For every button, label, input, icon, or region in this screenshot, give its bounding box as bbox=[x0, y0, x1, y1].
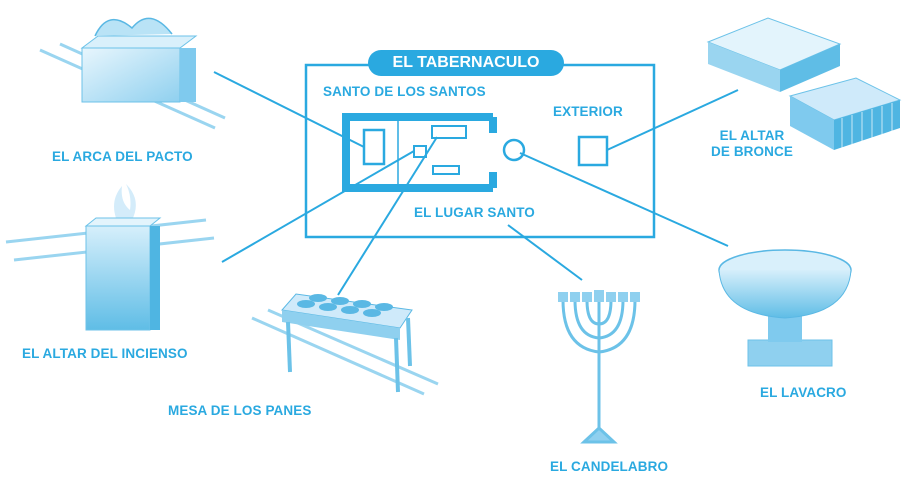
connector-lines bbox=[213, 71, 739, 296]
bronze-altar-label-line2: DE BRONCE bbox=[711, 144, 793, 159]
ark-illustration bbox=[39, 17, 226, 130]
incense-altar-label: EL ALTAR DEL INCIENSO bbox=[22, 346, 188, 361]
bronze-altar-marker bbox=[577, 135, 609, 167]
lampstand-illustration bbox=[558, 290, 640, 444]
lampstand-marker bbox=[432, 165, 460, 175]
laver-marker bbox=[502, 138, 526, 162]
ark-label: EL ARCA DEL PACTO bbox=[52, 149, 193, 164]
bronze-altar-illustration bbox=[706, 17, 902, 150]
lampstand-label: EL CANDELABRO bbox=[550, 459, 669, 474]
holy-of-holies-label: SANTO DE LOS SANTOS bbox=[323, 84, 486, 99]
holy-place-label: EL LUGAR SANTO bbox=[414, 205, 535, 220]
bread-table-marker bbox=[431, 125, 467, 139]
laver-label: EL LAVACRO bbox=[760, 385, 847, 400]
incense-altar-marker bbox=[413, 145, 427, 158]
diagram-title: EL TABERNACULO bbox=[368, 50, 564, 76]
exterior-label: EXTERIOR bbox=[553, 104, 623, 119]
bread-table-label: MESA DE LOS PANES bbox=[168, 403, 312, 418]
incense-altar-illustration bbox=[5, 184, 215, 331]
laver-illustration bbox=[718, 249, 852, 367]
bronze-altar-label-line1: EL ALTAR bbox=[719, 128, 785, 143]
tent-outline bbox=[342, 113, 493, 192]
bread-table-illustration bbox=[251, 293, 439, 396]
bronze-altar-label: EL ALTAR DE BRONCE bbox=[708, 128, 796, 160]
ark-marker bbox=[362, 128, 386, 166]
